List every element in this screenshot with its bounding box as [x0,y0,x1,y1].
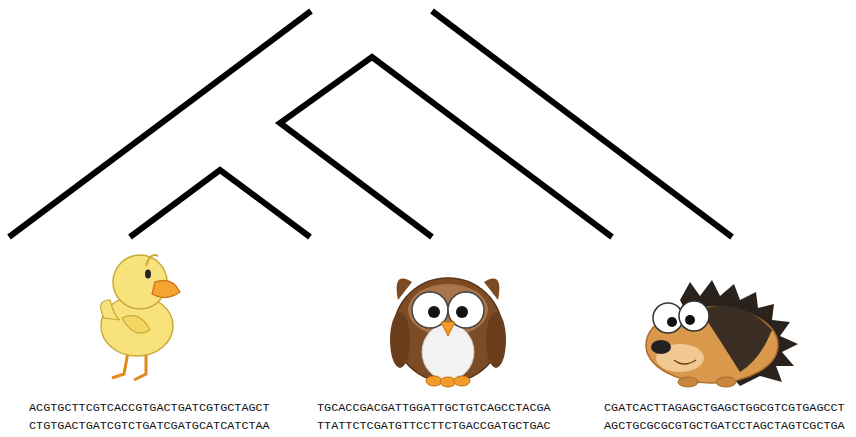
dna-sequence: TGCACCGACGATTGGATTGCTGTCAGCCTACGA TTATTC… [317,399,565,435]
hedgehog-figure [646,280,798,387]
dna-sequence: ACGTGCTTCGTCACCGTGACTGATCGTGCTAGCT CTGTG… [29,399,277,435]
tree-branches [9,11,732,237]
duck-figure [101,255,180,380]
owl-figure [390,278,506,387]
dna-sequence: CGATCACTTAGAGCTGAGCTGGCGTCGTGAGCCT AGCTG… [604,399,852,435]
